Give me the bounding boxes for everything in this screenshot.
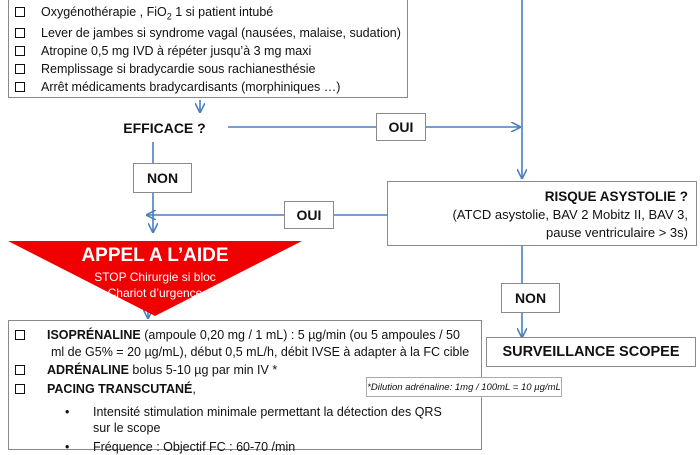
appel-line-1: STOP Chirurgie si bloc: [94, 270, 216, 284]
list-item-pacing: PACING TRANSCUTANÉ,: [15, 382, 196, 397]
bullet-icon: •: [65, 440, 70, 454]
risque-detail-2: pause ventriculaire > 3s): [546, 225, 688, 240]
alert-triangle: [8, 241, 302, 316]
bullet-icon: •: [65, 405, 70, 419]
checkbox-icon: [15, 383, 25, 394]
checkbox-icon: [15, 63, 25, 74]
list-item: Oxygénothérapie , FiO2 1 si patient intu…: [15, 5, 273, 25]
checkbox-icon: [15, 6, 25, 17]
list-item-adrenaline: ADRÉNALINE bolus 5-10 µg par min IV *: [15, 363, 277, 378]
list-item: Remplissage si bradycardie sous rachiane…: [15, 62, 315, 77]
non-label-right: NON: [501, 283, 560, 313]
pacing-bullet-1b: sur le scope: [93, 421, 161, 435]
list-item: Arrêt médicaments bradycardisants (morph…: [15, 80, 340, 95]
surveillance-box: SURVEILLANCE SCOPEE: [486, 337, 696, 367]
efficace-decision: EFFICACE ?: [102, 114, 227, 142]
appel-title: APPEL A L’AIDE: [81, 245, 229, 266]
non-label-left: NON: [133, 163, 192, 193]
pacing-bullet-1a: Intensité stimulation minimale permettan…: [93, 405, 442, 419]
risque-asystolie-box: RISQUE ASYSTOLIE ? (ATCD asystolie, BAV …: [387, 181, 697, 246]
appel-line-2: Chariot d’urgence: [107, 286, 203, 300]
checkbox-icon: [15, 45, 25, 56]
checkbox-icon: [15, 27, 25, 38]
oui-label-top: OUI: [376, 113, 426, 141]
checkbox-icon: [15, 364, 25, 375]
list-item-isoprenaline: ISOPRÉNALINE (ampoule 0,20 mg / 1 mL) : …: [15, 328, 460, 343]
risque-detail-1: (ATCD asystolie, BAV 2 Mobitz II, BAV 3,: [452, 207, 688, 222]
treatment-box: ISOPRÉNALINE (ampoule 0,20 mg / 1 mL) : …: [8, 320, 482, 454]
risque-title: RISQUE ASYSTOLIE ?: [544, 189, 688, 204]
checkbox-icon: [15, 329, 25, 340]
pacing-bullet-2: Fréquence : Objectif FC : 60-70 /min: [93, 440, 296, 454]
list-item: Lever de jambes si syndrome vagal (nausé…: [15, 26, 401, 41]
checkbox-icon: [15, 81, 25, 92]
dilution-note: *Dilution adrénaline: 1mg / 100mL = 10 µ…: [366, 377, 562, 397]
initial-measures-box: Oxygénothérapie , FiO2 1 si patient intu…: [8, 0, 408, 98]
oui-label-mid: OUI: [284, 201, 334, 229]
list-item: Atropine 0,5 mg IVD à répéter jusqu’à 3 …: [15, 44, 311, 59]
isoprenaline-line-2: ml de G5% = 20 µg/mL), début 0,5 mL/h, d…: [51, 345, 470, 359]
